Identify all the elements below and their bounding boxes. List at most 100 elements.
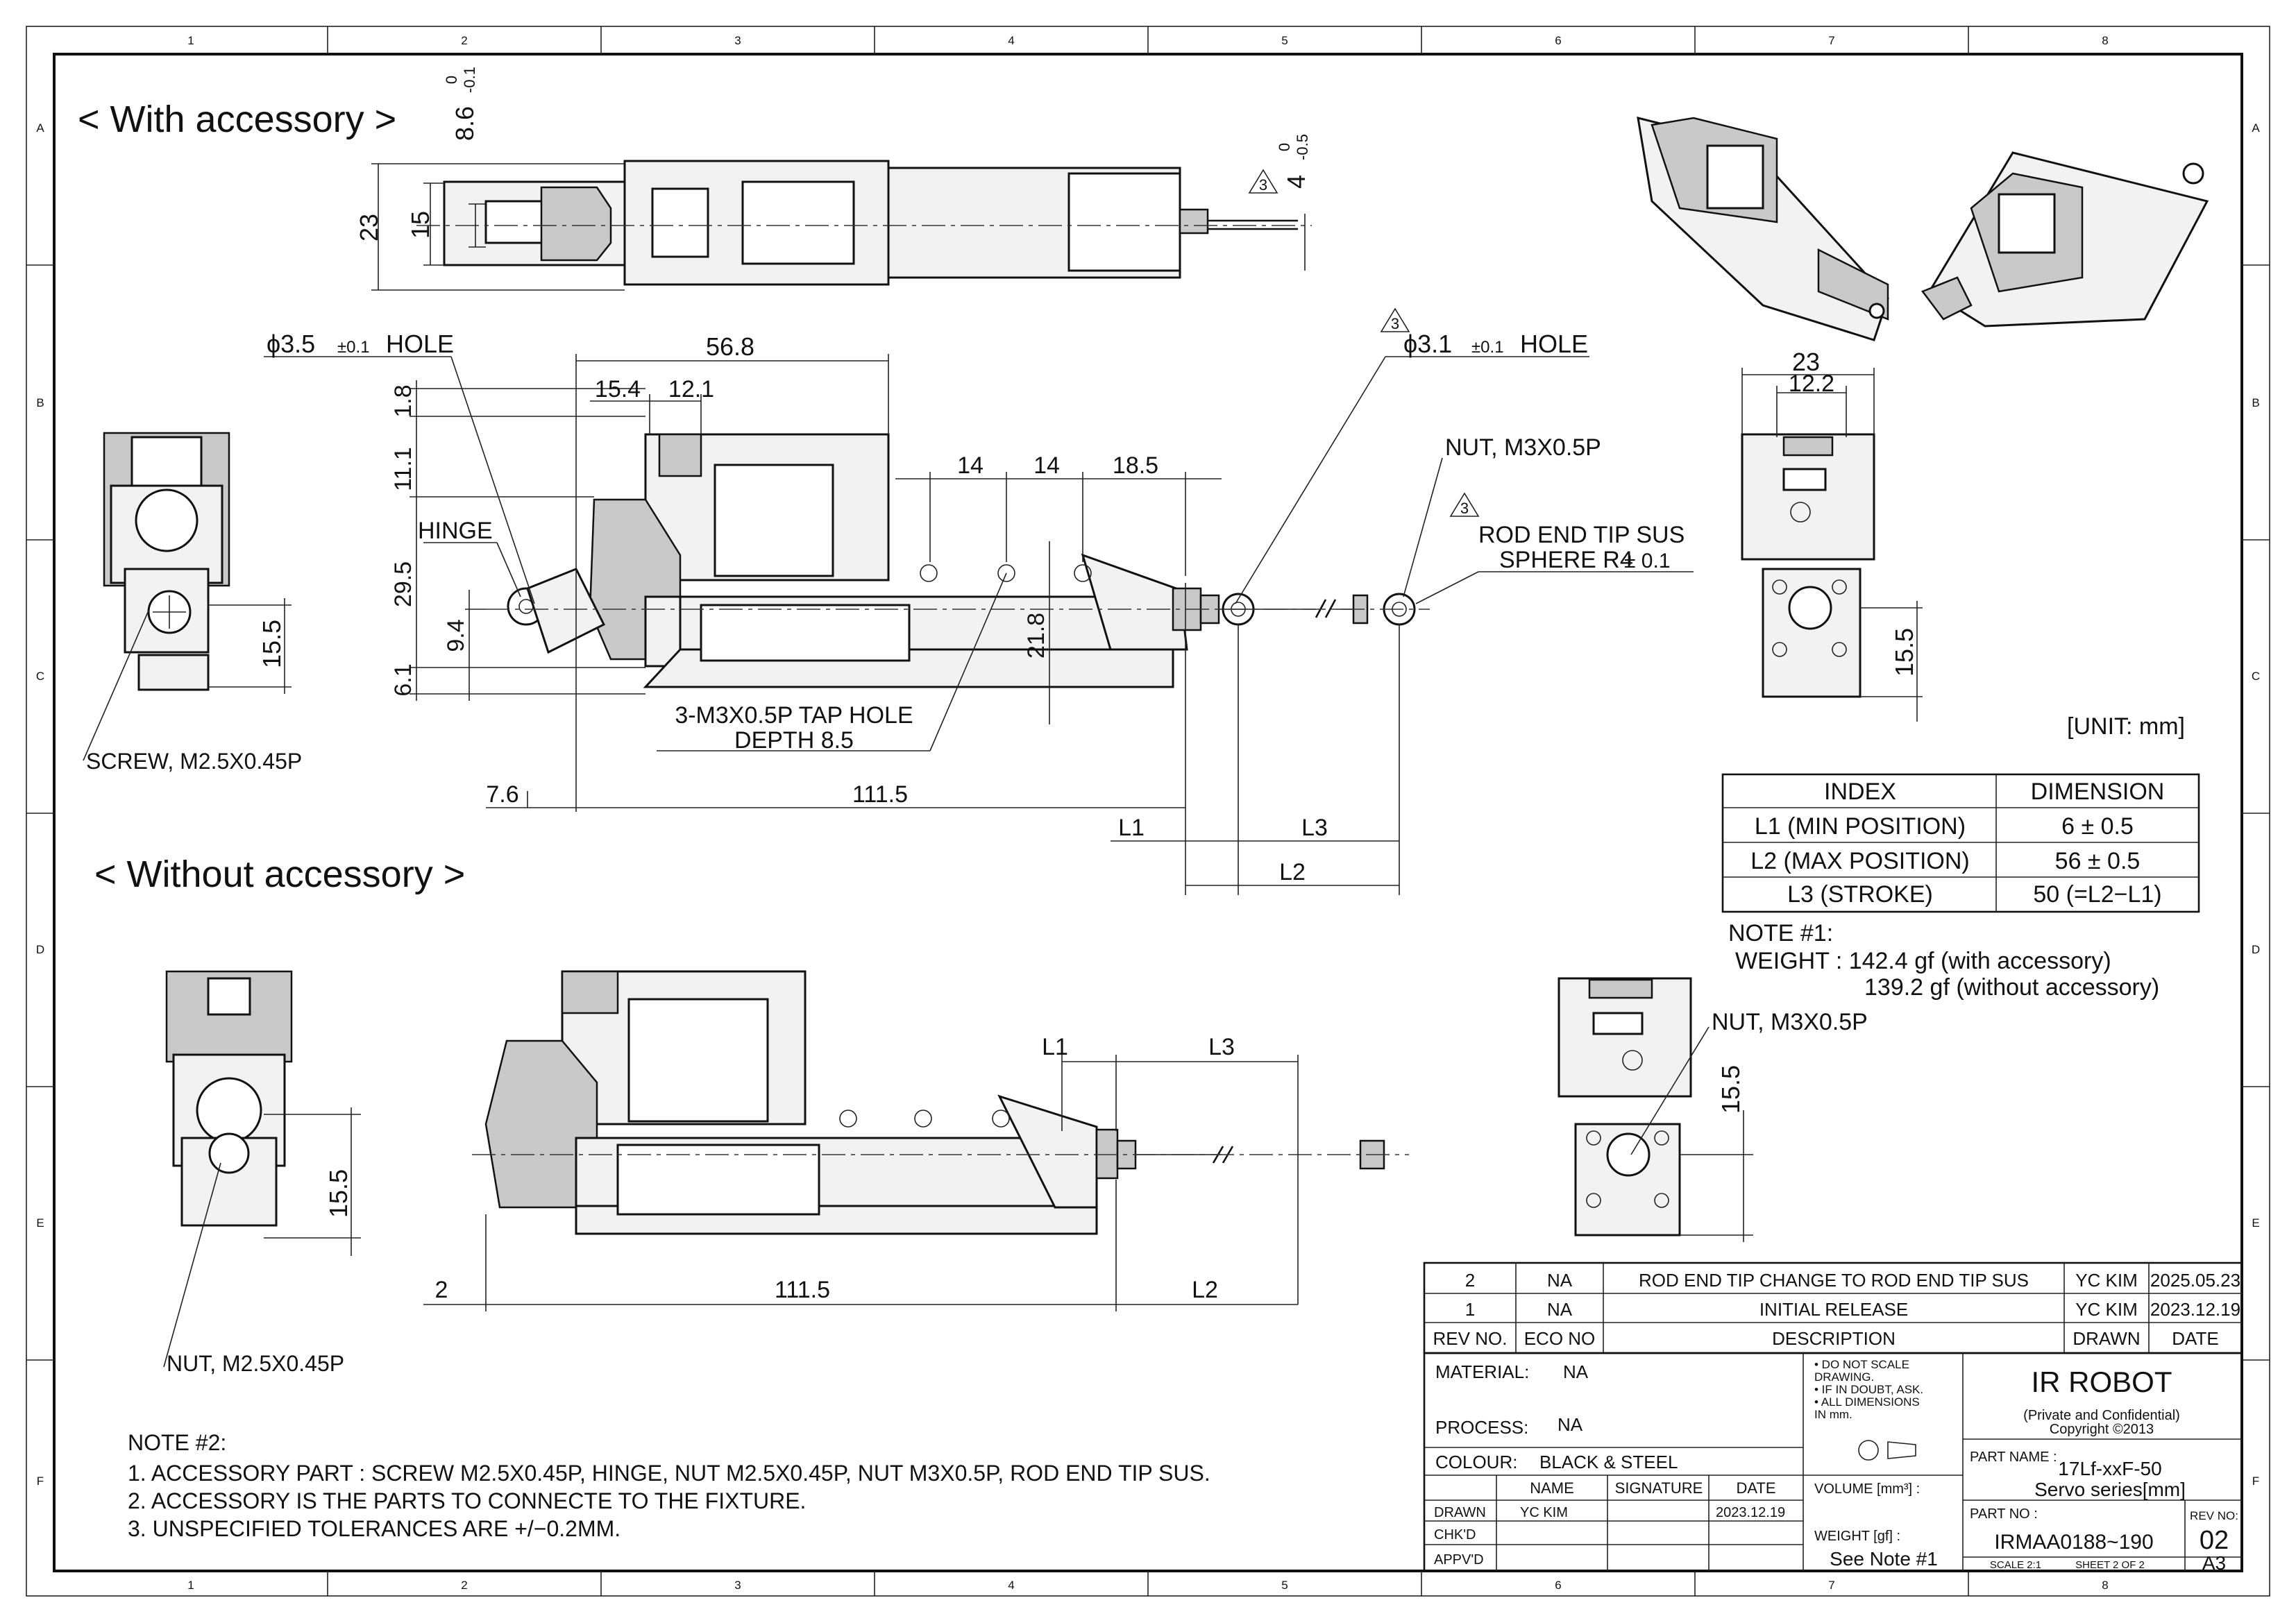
without-accessory-title: < Without accessory > [94, 853, 465, 895]
dim-6-1: 6.1 [390, 663, 416, 696]
dim-23-end: 23 [1792, 348, 1820, 376]
weight-label: WEIGHT [gf] : [1814, 1529, 1900, 1544]
rev-no-label: REV NO: [2190, 1509, 2238, 1522]
rev-header-eco: ECO NO [1524, 1328, 1596, 1349]
zone-row-d: D [36, 943, 44, 956]
rev-header-date: DATE [2172, 1328, 2218, 1349]
hole-3-1-label: ϕ3.1 [1403, 330, 1452, 358]
dim-table-l3-index: L3 (STROKE) [1787, 881, 1933, 908]
size-label: A3 [2202, 1552, 2226, 1574]
rev-row-2-desc: ROD END TIP CHANGE TO ROD END TIP SUS [1639, 1270, 2029, 1291]
material-label: MATERIAL: [1435, 1361, 1529, 1382]
zone-col-8: 8 [2102, 34, 2108, 47]
apprd-label: APPV'D [1434, 1552, 1484, 1567]
rev-row-2-drawn: YC KIM [2075, 1270, 2138, 1291]
zone-row-d-right: D [2252, 943, 2260, 956]
dim-18-5: 18.5 [1113, 452, 1158, 479]
rev-tag-rod-end: 3 [1460, 500, 1469, 517]
zone-row-c-right: C [2252, 670, 2260, 683]
dim-15-5-front-with: 15.5 [258, 620, 286, 668]
with-accessory-title: < With accessory > [78, 99, 396, 140]
rev-row-1-drawn: YC KIM [2075, 1299, 2138, 1320]
dim-l2-with: L2 [1279, 859, 1306, 885]
side-view-with-accessory [486, 433, 1430, 688]
dim-table-l2-value: 56 ± 0.5 [2055, 848, 2141, 874]
rod-end-tol: ± 0.1 [1624, 550, 1671, 572]
top-view [416, 160, 1312, 286]
rev-row-1-desc: INITIAL RELEASE [1759, 1299, 1908, 1320]
zone-row-f-right: F [2252, 1475, 2259, 1488]
zone-row-a-right: A [2252, 121, 2260, 135]
weight-value: See Note #1 [1830, 1548, 1938, 1570]
dim-111-5-with: 111.5 [852, 781, 908, 808]
note2: NOTE #2: 1. ACCESSORY PART : SCREW M2.5X… [128, 1430, 1210, 1541]
dim-l1-without: L1 [1042, 1034, 1068, 1060]
note1-weight-line1: WEIGHT : 142.4 gf (with accessory) [1735, 948, 2111, 974]
rev-tag-hole: 3 [1391, 315, 1399, 332]
dim-1-8: 1.8 [390, 384, 416, 417]
isometric-views [1637, 116, 2209, 341]
dim-14-a: 14 [957, 452, 984, 479]
front-view-with-accessory [103, 432, 230, 691]
hole-3-5-tol: ±0.1 [337, 338, 370, 357]
side-view-without-accessory [472, 970, 1409, 1235]
screw-label: SCREW, M2.5X0.45P [86, 749, 302, 774]
dim-12-2: 12.2 [1789, 371, 1834, 397]
rev-row-1-date: 2023.12.19 [2150, 1299, 2240, 1320]
zone-col-1-bottom: 1 [187, 1579, 194, 1592]
dim-7-6: 7.6 [486, 781, 518, 808]
nut-m25-label: NUT, M2.5X0.45P [167, 1351, 344, 1376]
dim-8-6: 8.6 [450, 106, 479, 141]
note-drawing: DRAWING. [1814, 1370, 1874, 1384]
dim-table-header-dimension: DIMENSION [2031, 779, 2165, 805]
rod-end-label-1: ROD END TIP SUS [1478, 522, 1685, 548]
dim-15-5-front-without: 15.5 [324, 1169, 353, 1218]
zone-col-6-bottom: 6 [1555, 1579, 1561, 1592]
zone-row-b: B [36, 396, 44, 409]
dim-15-5-end-without: 15.5 [1716, 1065, 1745, 1114]
dim-15-top: 15 [406, 211, 434, 239]
side-view-without-dims: L1 L3 2 111.5 L2 [423, 1034, 1299, 1311]
end-view-without-accessory: 15.5 NUT, M3X0.5P [1558, 977, 1868, 1242]
zone-row-b-right: B [2252, 396, 2259, 409]
dim-l3-with: L3 [1301, 815, 1328, 841]
drawn-label: DRAWN [1434, 1505, 1486, 1520]
title-block: MATERIAL: NA PROCESS: NA COLOUR: BLACK &… [1423, 1352, 2243, 1574]
dim-table-l1-index: L1 (MIN POSITION) [1755, 813, 1966, 840]
sheet-frame: 1 2 3 4 5 6 7 8 1 2 3 4 5 6 7 8 A B C D … [26, 26, 2270, 1597]
zone-col-3: 3 [734, 34, 741, 47]
note-if-in-doubt: • IF IN DOUBT, ASK. [1814, 1383, 1923, 1396]
company-name: IR ROBOT [2031, 1366, 2172, 1398]
dim-l2-without: L2 [1192, 1277, 1218, 1303]
rev-row-2-date: 2025.05.23 [2150, 1270, 2240, 1291]
front-view-with-dims: 15.5 SCREW, M2.5X0.45P [83, 598, 302, 774]
note2-line-3: 3. UNSPECIFIED TOLERANCES ARE +/−0.2MM. [128, 1516, 621, 1541]
zone-col-2: 2 [461, 34, 467, 47]
dim-l3-without: L3 [1208, 1034, 1235, 1060]
dim-4: 4 [1282, 175, 1310, 189]
colour-label: COLOUR: [1435, 1452, 1517, 1472]
note-in-mm: IN mm. [1814, 1408, 1852, 1421]
rev-row-2-no: 2 [1465, 1270, 1475, 1291]
side-view-dimensions: 56.8 15.4 12.1 1.8 11.1 29.5 9.4 6.1 14 … [264, 307, 1694, 895]
dim-29-5: 29.5 [390, 561, 416, 607]
dim-12-1: 12.1 [668, 376, 714, 402]
drawn-name: YC KIM [1520, 1505, 1568, 1520]
dim-table-l3-value: 50 (=L2−L1) [2033, 881, 2161, 908]
nut-m3-without-label: NUT, M3X0.5P [1712, 1009, 1868, 1035]
part-name-line2: Servo series[mm] [2034, 1479, 2186, 1500]
zone-col-1: 1 [187, 34, 194, 47]
rev-tag-triangle: 3 [1259, 176, 1267, 194]
dim-9-4: 9.4 [443, 619, 469, 652]
zone-col-2-bottom: 2 [461, 1579, 467, 1592]
dim-111-5-without: 111.5 [775, 1277, 830, 1303]
dim-l1-with: L1 [1118, 815, 1145, 841]
drawn-date: 2023.12.19 [1716, 1505, 1785, 1520]
hole-3-5-word: HOLE [386, 330, 454, 358]
dim-4-tol-lower: -0.5 [1294, 134, 1311, 160]
end-view-with-accessory: 23 12.2 15.5 [1741, 348, 1923, 722]
note-do-not-scale: • DO NOT SCALE [1814, 1358, 1909, 1371]
front-view-without-accessory: 15.5 NUT, M2.5X0.45P [163, 970, 361, 1376]
dim-8-6-tol-upper: 0 [443, 76, 460, 84]
